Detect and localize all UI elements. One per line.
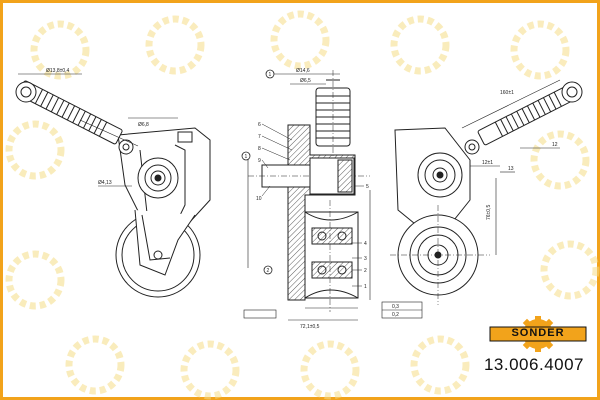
label-tol-frame-1: 0,3 [392,304,399,310]
marker-1b: 1 [245,154,248,160]
part-label-7: 7 [258,134,261,140]
part-label-3: 3 [364,256,367,262]
label-tol-a: Ø14,6 [296,68,310,74]
right-view [390,79,583,305]
brand-name: SONDER [511,327,565,339]
part-label-8: 8 [258,146,261,152]
part-label-6: 6 [258,122,261,128]
label-dim-left-a: Ø4,13 [98,180,112,186]
marker-2: 2 [267,268,270,274]
part-number: 13.006.4007 [483,355,585,374]
part-label-5: 5 [366,184,369,190]
part-label-10: 10 [256,196,262,202]
part-label-2: 2 [364,268,367,274]
part-label-4: 4 [364,241,367,247]
label-dim-right-top: 160±1 [500,90,514,96]
label-tol-b: Ø6,5 [300,78,311,84]
label-dim-bottom: 72,1±0,5 [300,324,320,330]
marker-1: 1 [269,72,272,78]
label-tol-frame-2: 0,2 [392,312,399,318]
label-dim-right-12b: 12±1 [482,160,493,166]
label-dim-right-13: 13 [508,166,514,172]
part-label-9: 9 [258,158,261,164]
watermark-pattern [5,10,600,400]
label-dim-right-vert: 76±0,5 [486,205,492,220]
part-label-1: 1 [364,284,367,290]
brand-logo [489,316,587,352]
label-dim-n-a: Ø6,8 [138,122,149,128]
label-dim-right-12: 12 [552,142,558,148]
center-section-view [243,70,423,321]
left-view [15,73,211,298]
label-top-dim-a: Ø13,8±0,4 [46,68,70,74]
